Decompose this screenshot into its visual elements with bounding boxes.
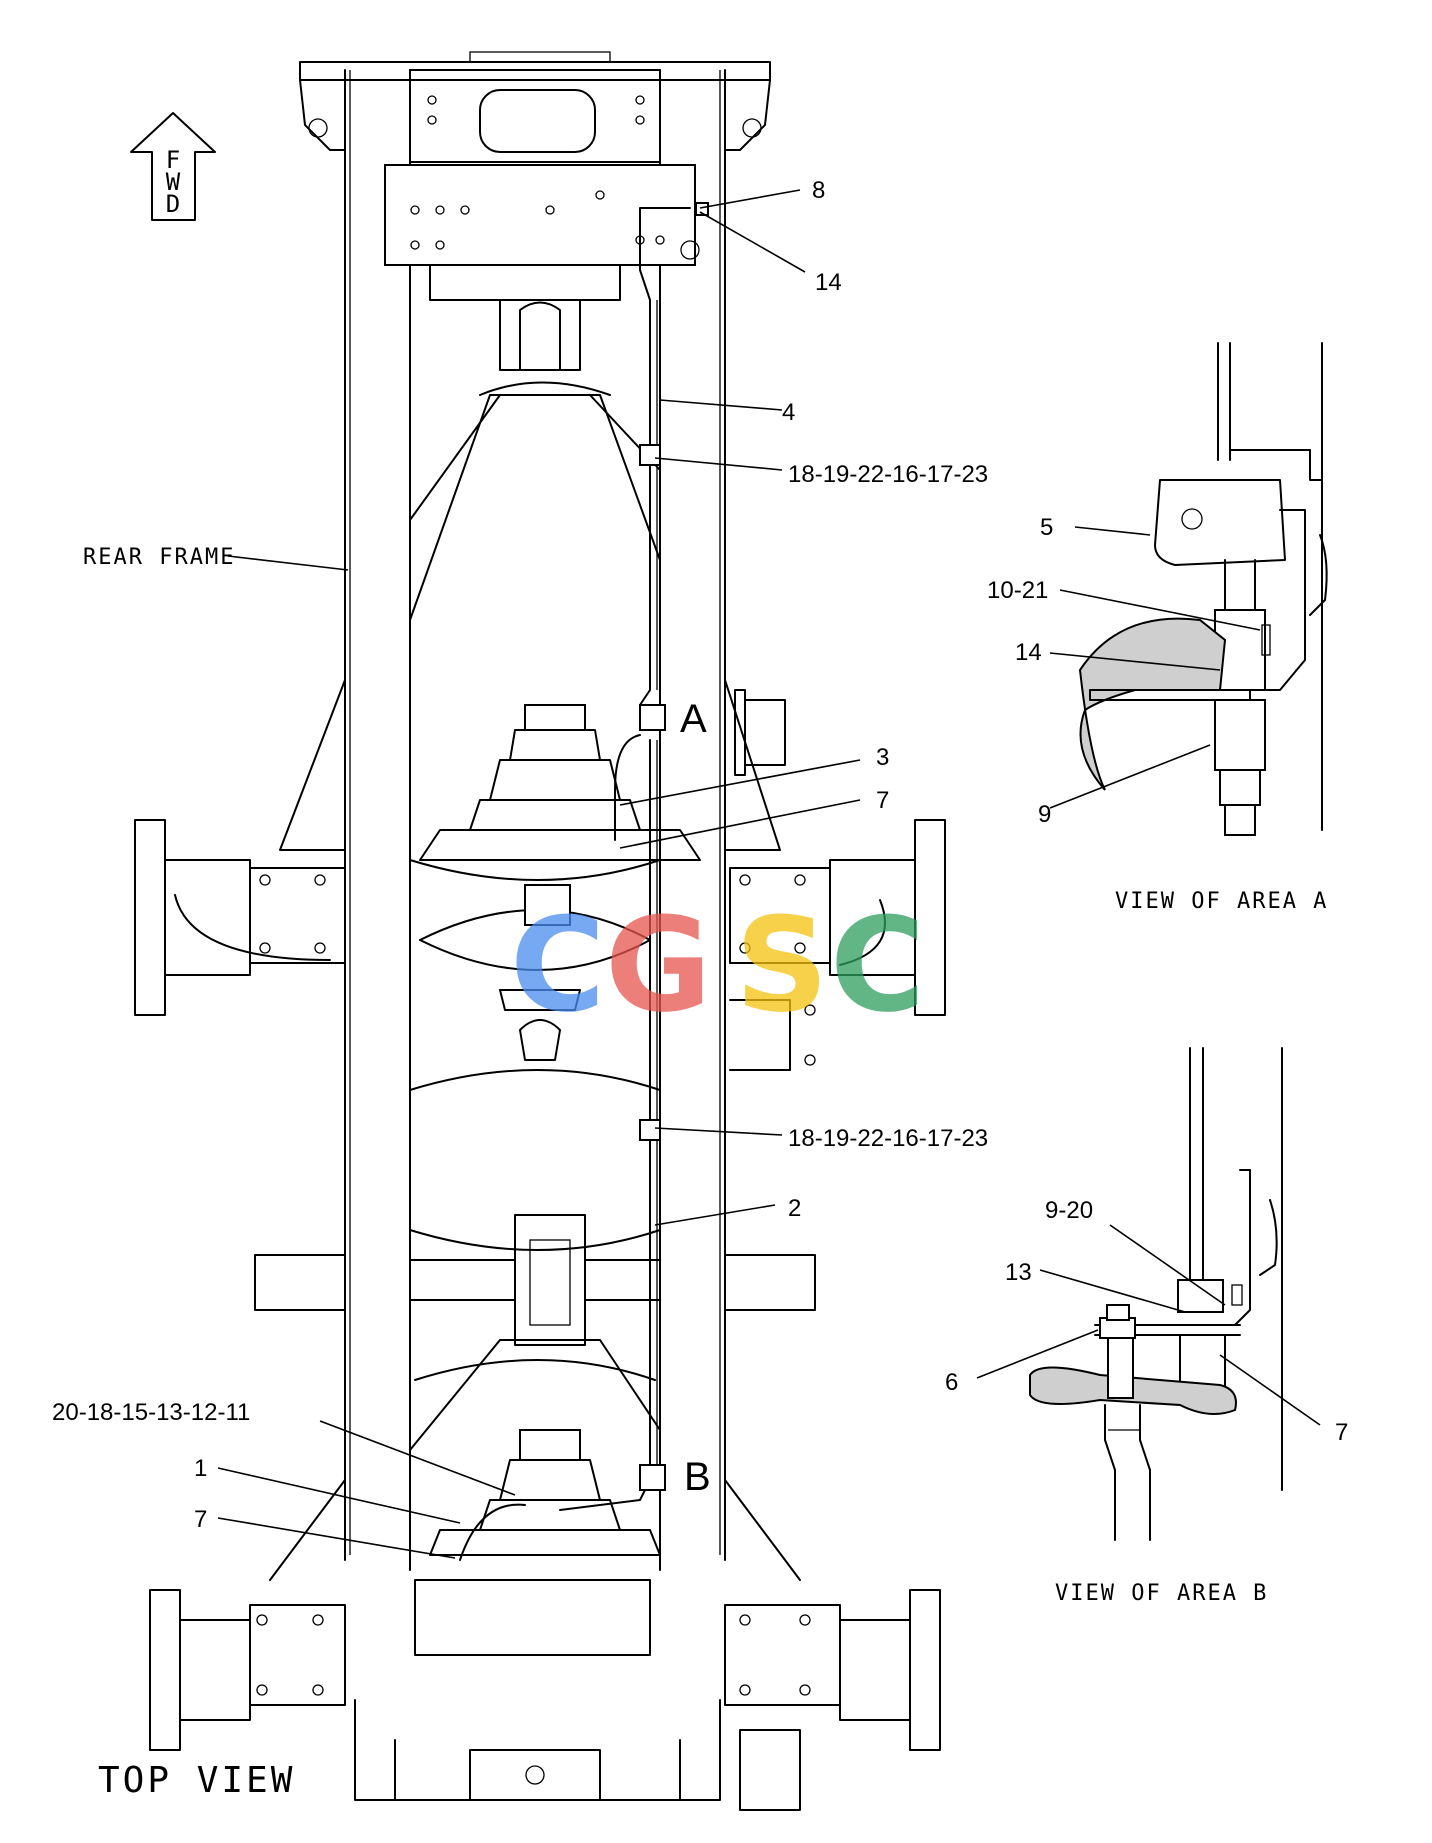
area-a-label: A xyxy=(680,697,707,741)
callout-2: 2 xyxy=(788,1195,801,1222)
watermark-letter-c1: C xyxy=(510,889,605,1041)
rear-frame-label: REAR FRAME xyxy=(83,545,235,570)
area-b-callout-13: 13 xyxy=(1005,1259,1032,1286)
area-b-callout-7: 7 xyxy=(1335,1419,1348,1446)
rear-trunnion xyxy=(254,1214,816,1381)
view-area-b-title: VIEW OF AREA B xyxy=(1055,1581,1268,1606)
area-b-label: B xyxy=(684,1455,711,1499)
rear-differential xyxy=(414,1429,661,1656)
rear-frame-drawing xyxy=(134,51,946,1811)
fwd-arrow-icon xyxy=(130,112,216,221)
watermark-letter-g: G xyxy=(605,889,712,1041)
area-a-callout-10-21: 10-21 xyxy=(987,577,1048,604)
watermark-letter-c2: C xyxy=(830,889,925,1041)
callout-3: 3 xyxy=(876,744,889,771)
callout-18-lower: 18-19-22-16-17-23 xyxy=(788,1125,988,1152)
area-b-callout-6: 6 xyxy=(945,1369,958,1396)
area-a-callout-14: 14 xyxy=(1015,639,1042,666)
area-a-callout-5: 5 xyxy=(1040,514,1053,541)
callout-4: 4 xyxy=(782,399,795,426)
callout-7-mid: 7 xyxy=(876,787,889,814)
top-view-title: TOP VIEW xyxy=(98,1760,295,1801)
callout-8: 8 xyxy=(812,177,825,204)
left-hub-upper xyxy=(134,819,346,1016)
front-differential xyxy=(409,704,701,1061)
right-hub-lower xyxy=(724,1589,941,1751)
area-b-callout-9-20: 9-20 xyxy=(1045,1197,1093,1224)
callout-20-18-15: 20-18-15-13-12-11 xyxy=(52,1399,250,1426)
callout-7-bottom: 7 xyxy=(194,1506,207,1533)
callout-1: 1 xyxy=(194,1455,207,1482)
callout-14-top: 14 xyxy=(815,269,842,296)
watermark: C G S C xyxy=(510,889,925,1041)
view-area-a-title: VIEW OF AREA A xyxy=(1115,889,1328,914)
area-a-callout-9: 9 xyxy=(1038,801,1051,828)
callout-18-upper: 18-19-22-16-17-23 xyxy=(788,461,988,488)
watermark-letter-s: S xyxy=(735,889,829,1041)
view-area-b-drawing xyxy=(1029,1047,1283,1541)
left-hub-lower xyxy=(149,1589,346,1751)
view-area-a-drawing xyxy=(1078,342,1328,836)
right-hub-upper xyxy=(729,819,946,1071)
